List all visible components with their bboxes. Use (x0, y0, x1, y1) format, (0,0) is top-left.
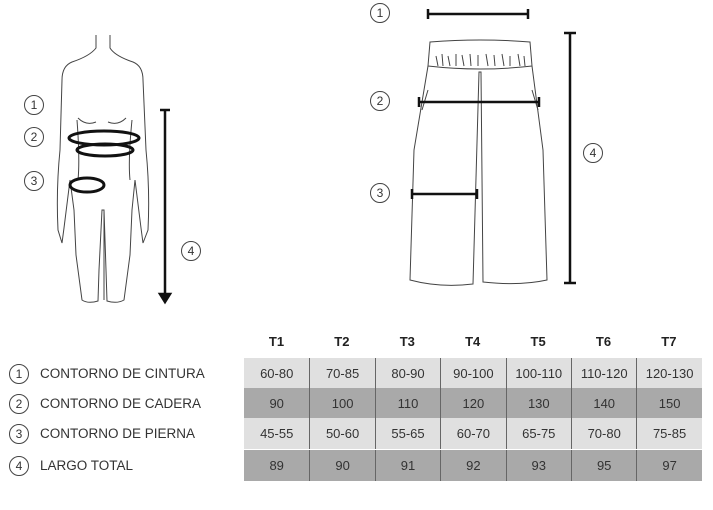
pants-figure (409, 39, 548, 286)
table-cell: 97 (636, 450, 702, 481)
body-label-2: 2 (24, 127, 44, 147)
body-figure (56, 35, 150, 303)
table-cell: 45-55 (244, 418, 310, 449)
body-label-4: 4 (181, 241, 201, 261)
row-number: 2 (9, 394, 29, 414)
table-cell: 89 (244, 450, 310, 481)
table-cell: 93 (505, 450, 571, 481)
row-label: LARGO TOTAL (40, 458, 134, 473)
body-label-1: 1 (24, 95, 44, 115)
table-cell: 50-60 (309, 418, 375, 449)
table-cell: 95 (571, 450, 637, 481)
table-cell: 110 (374, 388, 441, 419)
row-number: 1 (9, 364, 29, 384)
body-measure-leg (68, 176, 106, 194)
measurement-illustrations (56, 9, 576, 305)
table-cell: 55-65 (374, 418, 441, 449)
table-cell: 100-110 (505, 358, 571, 389)
pants-measure-hip (417, 97, 541, 107)
size-header: T3 (399, 334, 415, 349)
pants-label-3: 3 (370, 183, 390, 203)
table-cell: 60-70 (440, 418, 506, 449)
table-cell: 70-80 (571, 418, 637, 449)
table-cell: 90 (244, 388, 310, 419)
body-measure-hip (67, 129, 141, 147)
pants-length-bar (564, 31, 576, 285)
pants-label-2: 2 (370, 91, 390, 111)
table-cell: 110-120 (571, 358, 637, 389)
body-label-3: 3 (24, 171, 44, 191)
table-cell: 80-90 (374, 358, 441, 389)
table-cell: 120 (440, 388, 506, 419)
pants-measure-waist (426, 9, 530, 19)
table-cell: 90 (309, 450, 375, 481)
pants-measure-leg (410, 189, 479, 199)
size-header: T6 (595, 334, 612, 349)
table-cell: 65-75 (505, 418, 571, 449)
size-header: T7 (661, 334, 677, 349)
table-cell: 91 (374, 450, 441, 481)
row-number: 4 (9, 456, 29, 476)
pants-label-1: 1 (370, 3, 390, 23)
size-header: T5 (530, 334, 546, 349)
size-header: T2 (334, 334, 350, 349)
table-cell: 130 (505, 388, 571, 419)
table-cell: 70-85 (309, 358, 375, 389)
table-cell: 140 (571, 388, 637, 419)
pants-label-4: 4 (583, 143, 603, 163)
body-length-arrow (157, 108, 173, 305)
row-label: CONTORNO DE CADERA (40, 396, 202, 411)
row-label: CONTORNO DE CINTURA (40, 366, 205, 381)
table-cell: 90-100 (440, 358, 506, 389)
table-cell: 60-80 (244, 358, 310, 389)
row-label: CONTORNO DE PIERNA (40, 426, 196, 441)
row-number: 3 (9, 424, 29, 444)
table-cell: 75-85 (636, 418, 702, 449)
table-cell: 100 (309, 388, 375, 419)
table-cell: 120-130 (636, 358, 702, 389)
size-header: T4 (465, 334, 481, 349)
size-header: T1 (268, 334, 285, 349)
table-cell: 150 (636, 388, 702, 419)
table-cell: 92 (440, 450, 506, 481)
